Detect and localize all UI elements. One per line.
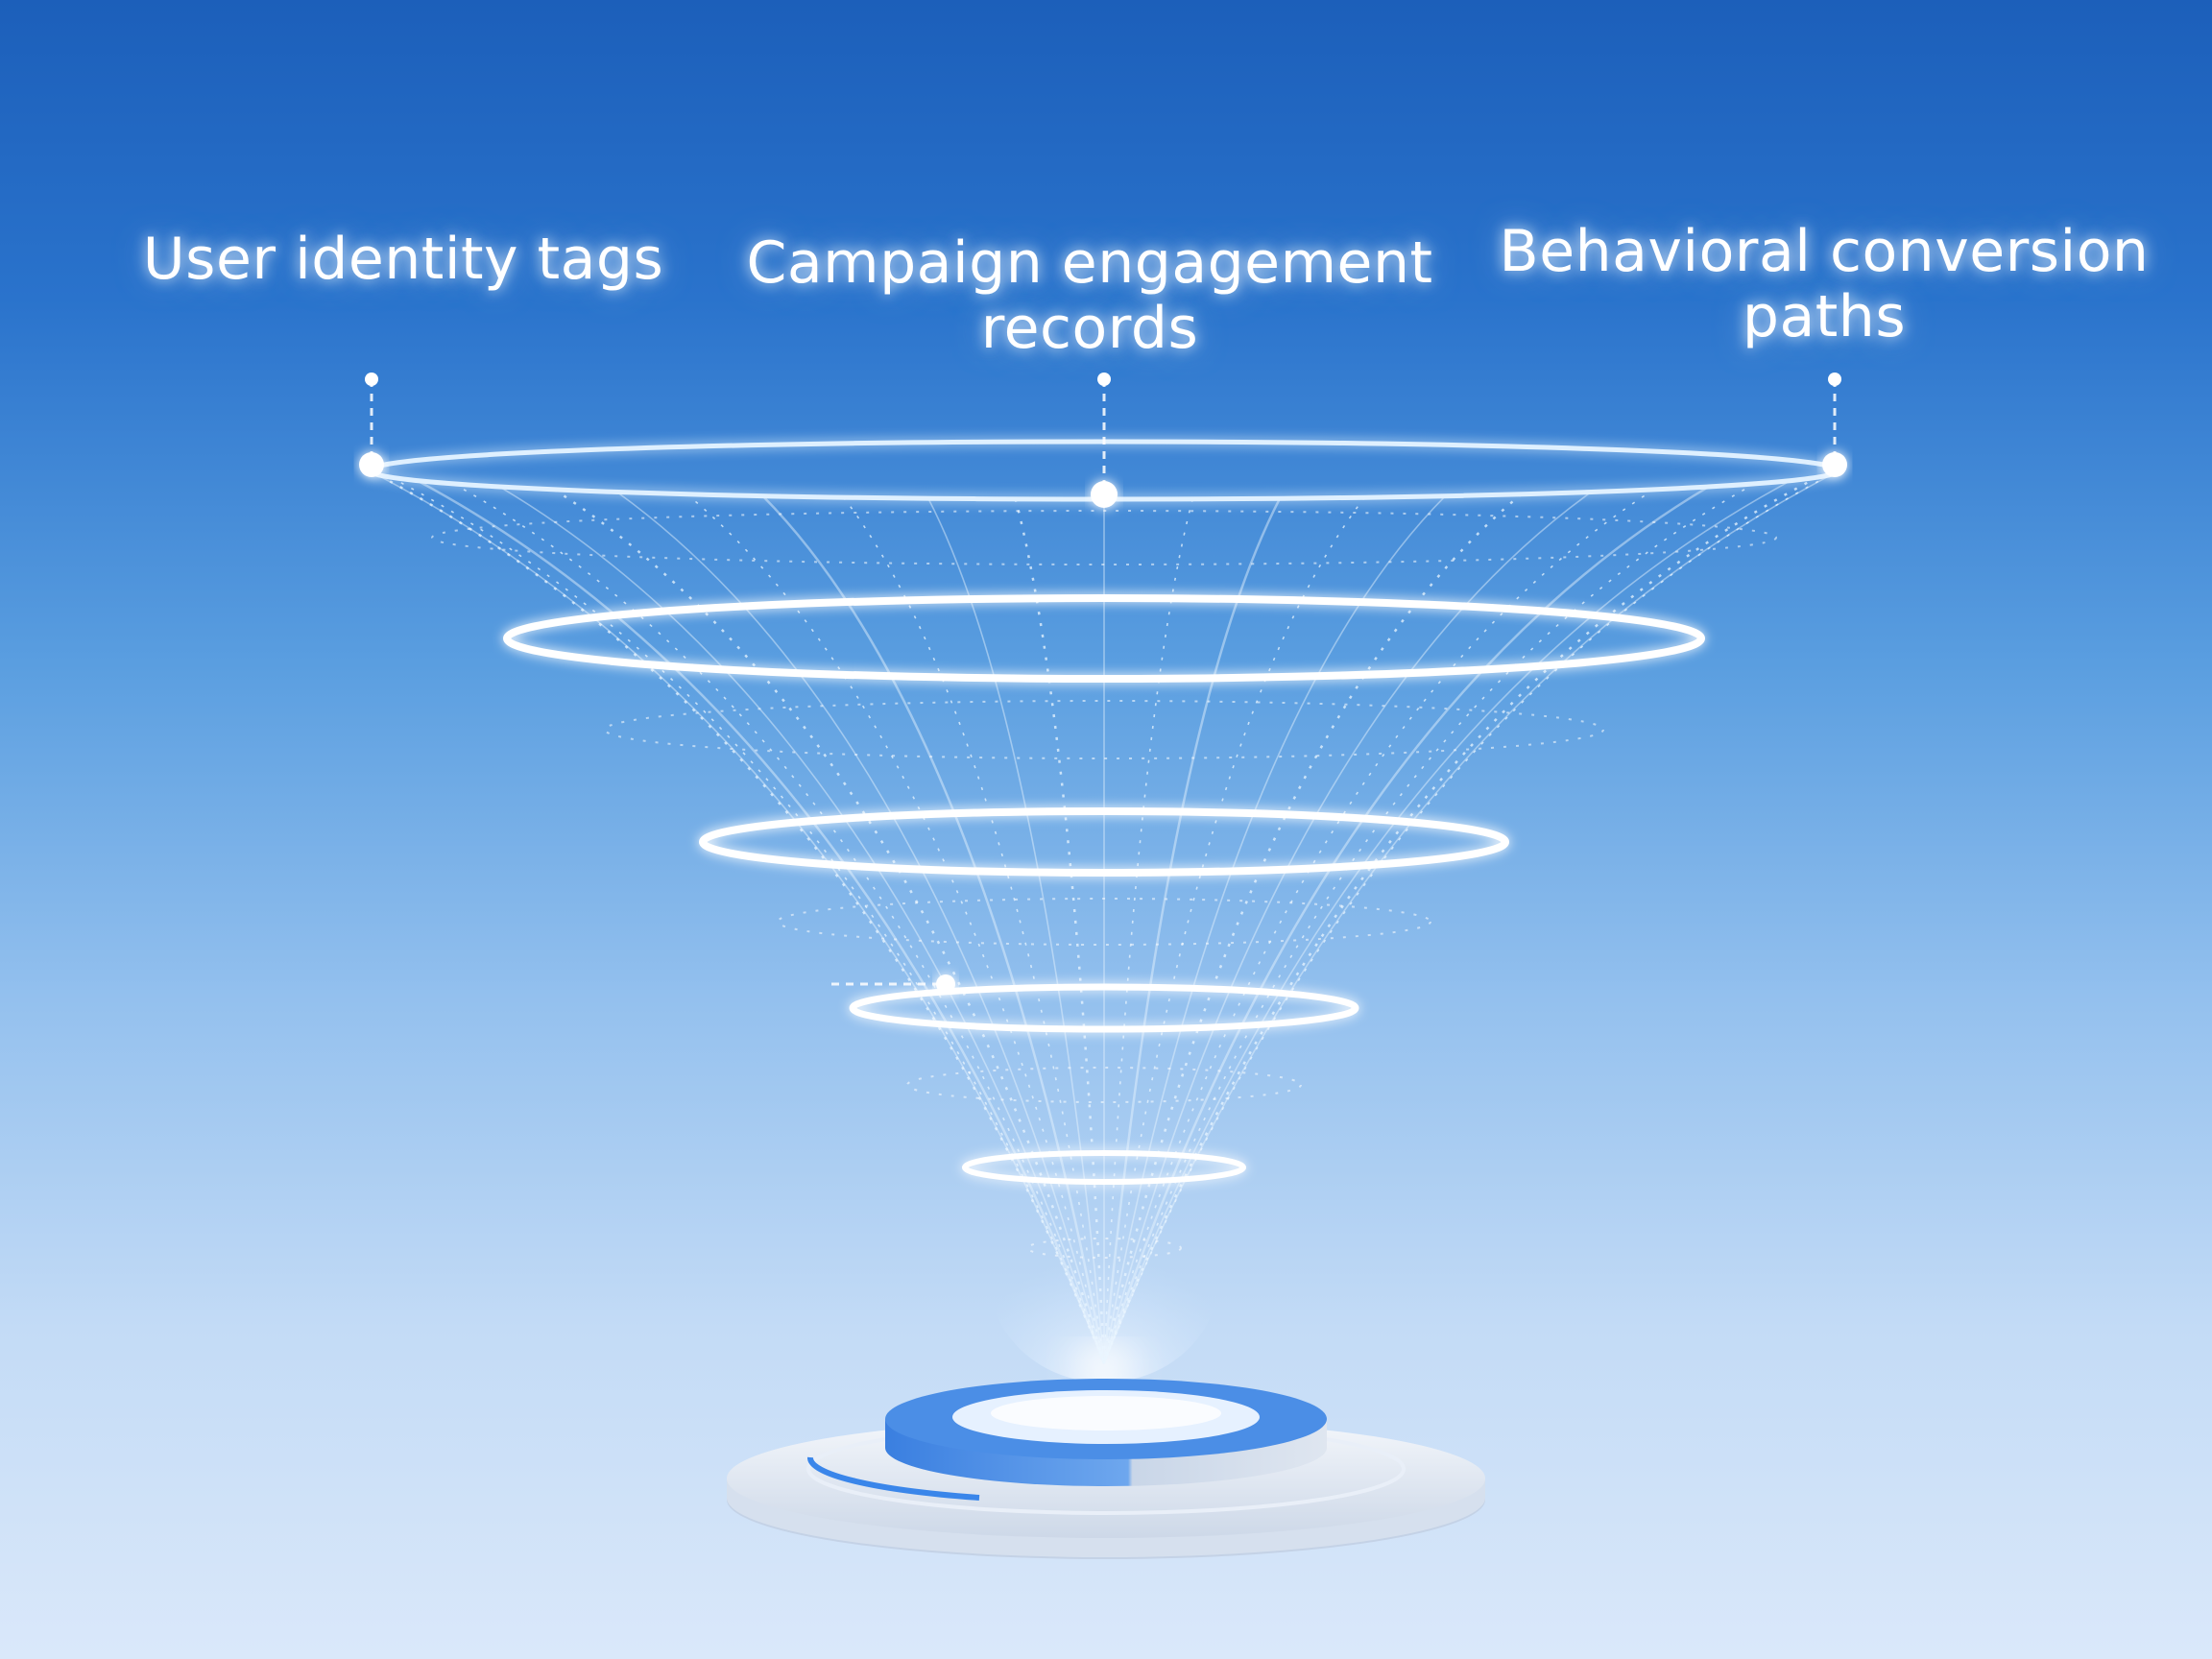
mesh-line [616, 491, 1105, 1364]
label-text-line2: records [980, 295, 1199, 362]
connector-3-top-dot [1828, 373, 1841, 386]
mesh-ring [604, 700, 1604, 759]
label-text-line2: paths [1742, 283, 1907, 350]
mesh-ring [1026, 1238, 1182, 1259]
mesh-line [1102, 497, 1282, 1364]
label-user-identity-tags: User identity tags [86, 227, 720, 292]
ring-2 [503, 594, 1705, 683]
funnel-mesh [369, 469, 1839, 1364]
mesh-ring [906, 1067, 1302, 1103]
mesh-line [1103, 498, 1193, 1364]
label-campaign-engagement-records: Campaign engagement records [739, 230, 1440, 361]
label-text: User identity tags [142, 226, 664, 293]
ring-4 [849, 983, 1359, 1033]
label-behavioral-conversion-paths: Behavioral conversion paths [1479, 219, 2170, 349]
mesh-line [553, 488, 1106, 1364]
mesh-line [927, 497, 1105, 1364]
ring-3 [699, 807, 1509, 877]
connector-2-top-dot [1097, 373, 1111, 386]
mesh-line [1103, 489, 1655, 1364]
mesh-line [1103, 491, 1592, 1364]
connector-4-node [936, 974, 955, 994]
pedestal-top-highlight [991, 1396, 1221, 1431]
mesh-ring [431, 510, 1777, 565]
connector-1-node [359, 452, 384, 477]
mesh-ring [777, 898, 1431, 946]
ring-5 [962, 1150, 1246, 1185]
mesh-line [761, 494, 1106, 1364]
connector-3-node [1822, 452, 1847, 477]
label-text-line1: Behavioral conversion [1499, 218, 2150, 285]
connector-1-top-dot [365, 373, 378, 386]
pedestal [727, 1379, 1485, 1559]
pedestal-accent-arc [807, 1456, 980, 1501]
connectors [359, 373, 1847, 994]
mesh-line [1014, 498, 1106, 1364]
mesh-line [1103, 495, 1447, 1364]
light-beam [989, 1171, 1219, 1382]
connector-2-node [1091, 481, 1118, 508]
label-text-line1: Campaign engagement [746, 229, 1433, 297]
